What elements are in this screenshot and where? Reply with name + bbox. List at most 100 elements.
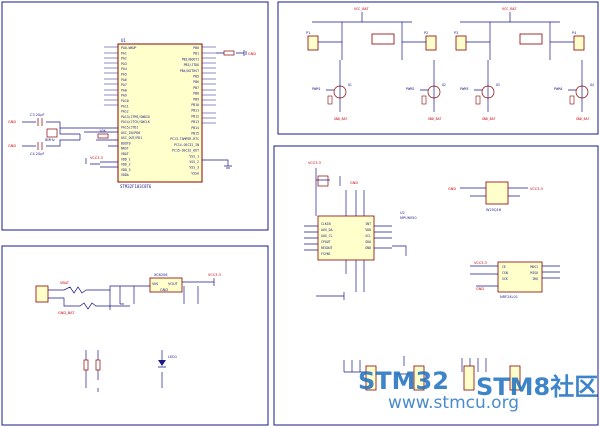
mpu-pin-label: VDD — [365, 228, 371, 232]
led-icon — [158, 360, 166, 366]
diode-box — [371, 33, 395, 45]
motor-label: P3 — [454, 31, 458, 35]
gate-wire — [568, 60, 583, 112]
motor-wire — [466, 22, 574, 60]
mcu-pin-label: PB3/JTDO — [184, 63, 199, 67]
radio-pin-label: IRQ — [532, 277, 538, 281]
radio-pin-label: CE — [502, 265, 506, 269]
frame-mosfet — [277, 1, 599, 135]
mcu-vcc-label: VCC3.3 — [90, 156, 103, 160]
vbat-rail — [460, 12, 560, 23]
gate-resistor — [327, 95, 333, 105]
led-label: LED1 — [168, 355, 177, 359]
radio-vcc: VCC3.3 — [474, 261, 487, 265]
connector-b — [413, 365, 425, 391]
mcu-block: U1 STM32F103C8T6 PA0-WKUPPA1PA2PA3PA4PA5… — [8, 38, 256, 189]
mcu-pin-label: VSS_2 — [189, 160, 199, 164]
motor-connector — [307, 35, 319, 51]
mcu-pin-label: PA4 — [121, 67, 127, 71]
mpu-pin-label: GND — [365, 246, 371, 250]
transistor-ref: Q2 — [442, 83, 446, 87]
mcu-pin-label: PB13 — [191, 120, 199, 124]
mcu-pin-label: PA6 — [121, 78, 127, 82]
sensor-block: U2 MPU6050 CLKINAUX_DAAUX_CLCPOUTREGOUTF… — [304, 161, 560, 391]
flash-gnd: GND — [448, 187, 456, 191]
transistor-ref: Q3 — [496, 83, 500, 87]
watermark-stm8: STM8社区 — [476, 373, 599, 401]
mcu-pin-label: PA11 — [121, 104, 129, 108]
mcu-pin-label: OSC_OUT/PD1 — [121, 136, 142, 140]
mcu-pin-label: PA3 — [121, 62, 127, 66]
mosfet-symbol — [427, 85, 441, 99]
vbat-label: VCC_BAT — [502, 7, 518, 11]
mcu-right-gnd — [202, 50, 247, 169]
regulator-chip — [149, 277, 183, 293]
mcu-pin-label: PB15 — [191, 132, 199, 136]
mcu-pin-label: VSS_1 — [189, 154, 199, 158]
mcu-pin-label: PA9 — [121, 94, 127, 98]
mcu-pin-label: PB12 — [191, 114, 199, 118]
frame-sensor — [273, 145, 599, 426]
mcu-pin-label: PA14/JTCK/SWCLK — [121, 120, 150, 124]
mcu-pin-label: PA1 — [121, 51, 127, 55]
pwm-label: PWM1 — [312, 87, 320, 91]
mcu-part: STM32F103C8T6 — [120, 184, 152, 189]
vbat-rail — [312, 12, 412, 23]
mcu-pin-label: VDD_2 — [121, 163, 131, 167]
gnd-bat-label: GND_BAT — [482, 117, 496, 121]
crystal-value: 8MHz — [45, 138, 55, 142]
mcu-pin-label: PB5 — [193, 75, 199, 79]
flash-vcc: VCC3.3 — [530, 187, 543, 191]
mpu-pin-label: SDA — [365, 240, 371, 244]
power-block: XC6206 VIN VOUT GND GND_BAT VCC3.3 VBAT … — [35, 273, 221, 392]
mcu-pin-label: PB11 — [191, 109, 199, 113]
mpu-pin-label: CLKIN — [321, 222, 331, 226]
mcu-gnd-left-1: GND — [8, 120, 16, 124]
mcu-pin-label: NRST — [121, 147, 129, 151]
crystal-circuit — [22, 118, 118, 168]
mcu-pin-label: PA12 — [121, 110, 129, 114]
mcu-pin-label: PB2/BOOT1 — [182, 57, 199, 61]
mcu-pin-label: PB6 — [193, 80, 199, 84]
mcu-pin-label: PB10 — [191, 103, 199, 107]
mcu-pin-label: PB14 — [191, 126, 199, 130]
mcu-pin-label: VDD_1 — [121, 157, 131, 161]
mpu-pin-label: INT — [365, 222, 371, 226]
pwm-label: PWM3 — [460, 87, 468, 91]
diode-box — [519, 33, 543, 45]
mcu-pin-label: VSSA — [191, 171, 199, 175]
mcu-pin-label: VBAT — [121, 152, 129, 156]
boot-resistor — [97, 133, 109, 139]
mcu-gnd-right: GND — [248, 52, 256, 56]
power-wires — [48, 278, 215, 392]
crystal — [46, 128, 58, 138]
transistor-ref: Q4 — [590, 83, 594, 87]
gnd-bat-label: GND_BAT — [576, 117, 590, 121]
mcu-pin-label: PB1 — [193, 52, 199, 56]
mcu-pin-label: PB8 — [193, 92, 199, 96]
radio-pin-label: CSN — [502, 271, 508, 275]
regulator-pin-gnd: GND — [160, 288, 168, 292]
frame-power — [1, 245, 269, 426]
regulator-pin-vin: VIN — [152, 282, 158, 286]
radio-pin-label: SCK — [502, 277, 508, 281]
connector-c — [463, 365, 475, 391]
mcu-pin-label: PA13/JTMS/SWDIO — [121, 115, 150, 119]
motor-label: P4 — [572, 31, 576, 35]
radio-pin-label: MOSI — [530, 265, 538, 269]
power-input-label: GND_BAT — [58, 311, 75, 315]
mcu-pin-label: PA0-WKUP — [121, 46, 136, 50]
motor-connector — [425, 35, 437, 51]
mcu-gnd-left-2: GND — [8, 144, 16, 148]
mpu-pin-label: REGOUT — [321, 246, 333, 250]
mosfet-symbol — [481, 85, 495, 99]
radio-wires — [470, 265, 560, 287]
connector-a — [365, 365, 377, 391]
mcu-pin-label: PB0 — [193, 46, 199, 50]
gate-wire — [474, 60, 489, 112]
battery-connector — [35, 285, 49, 303]
